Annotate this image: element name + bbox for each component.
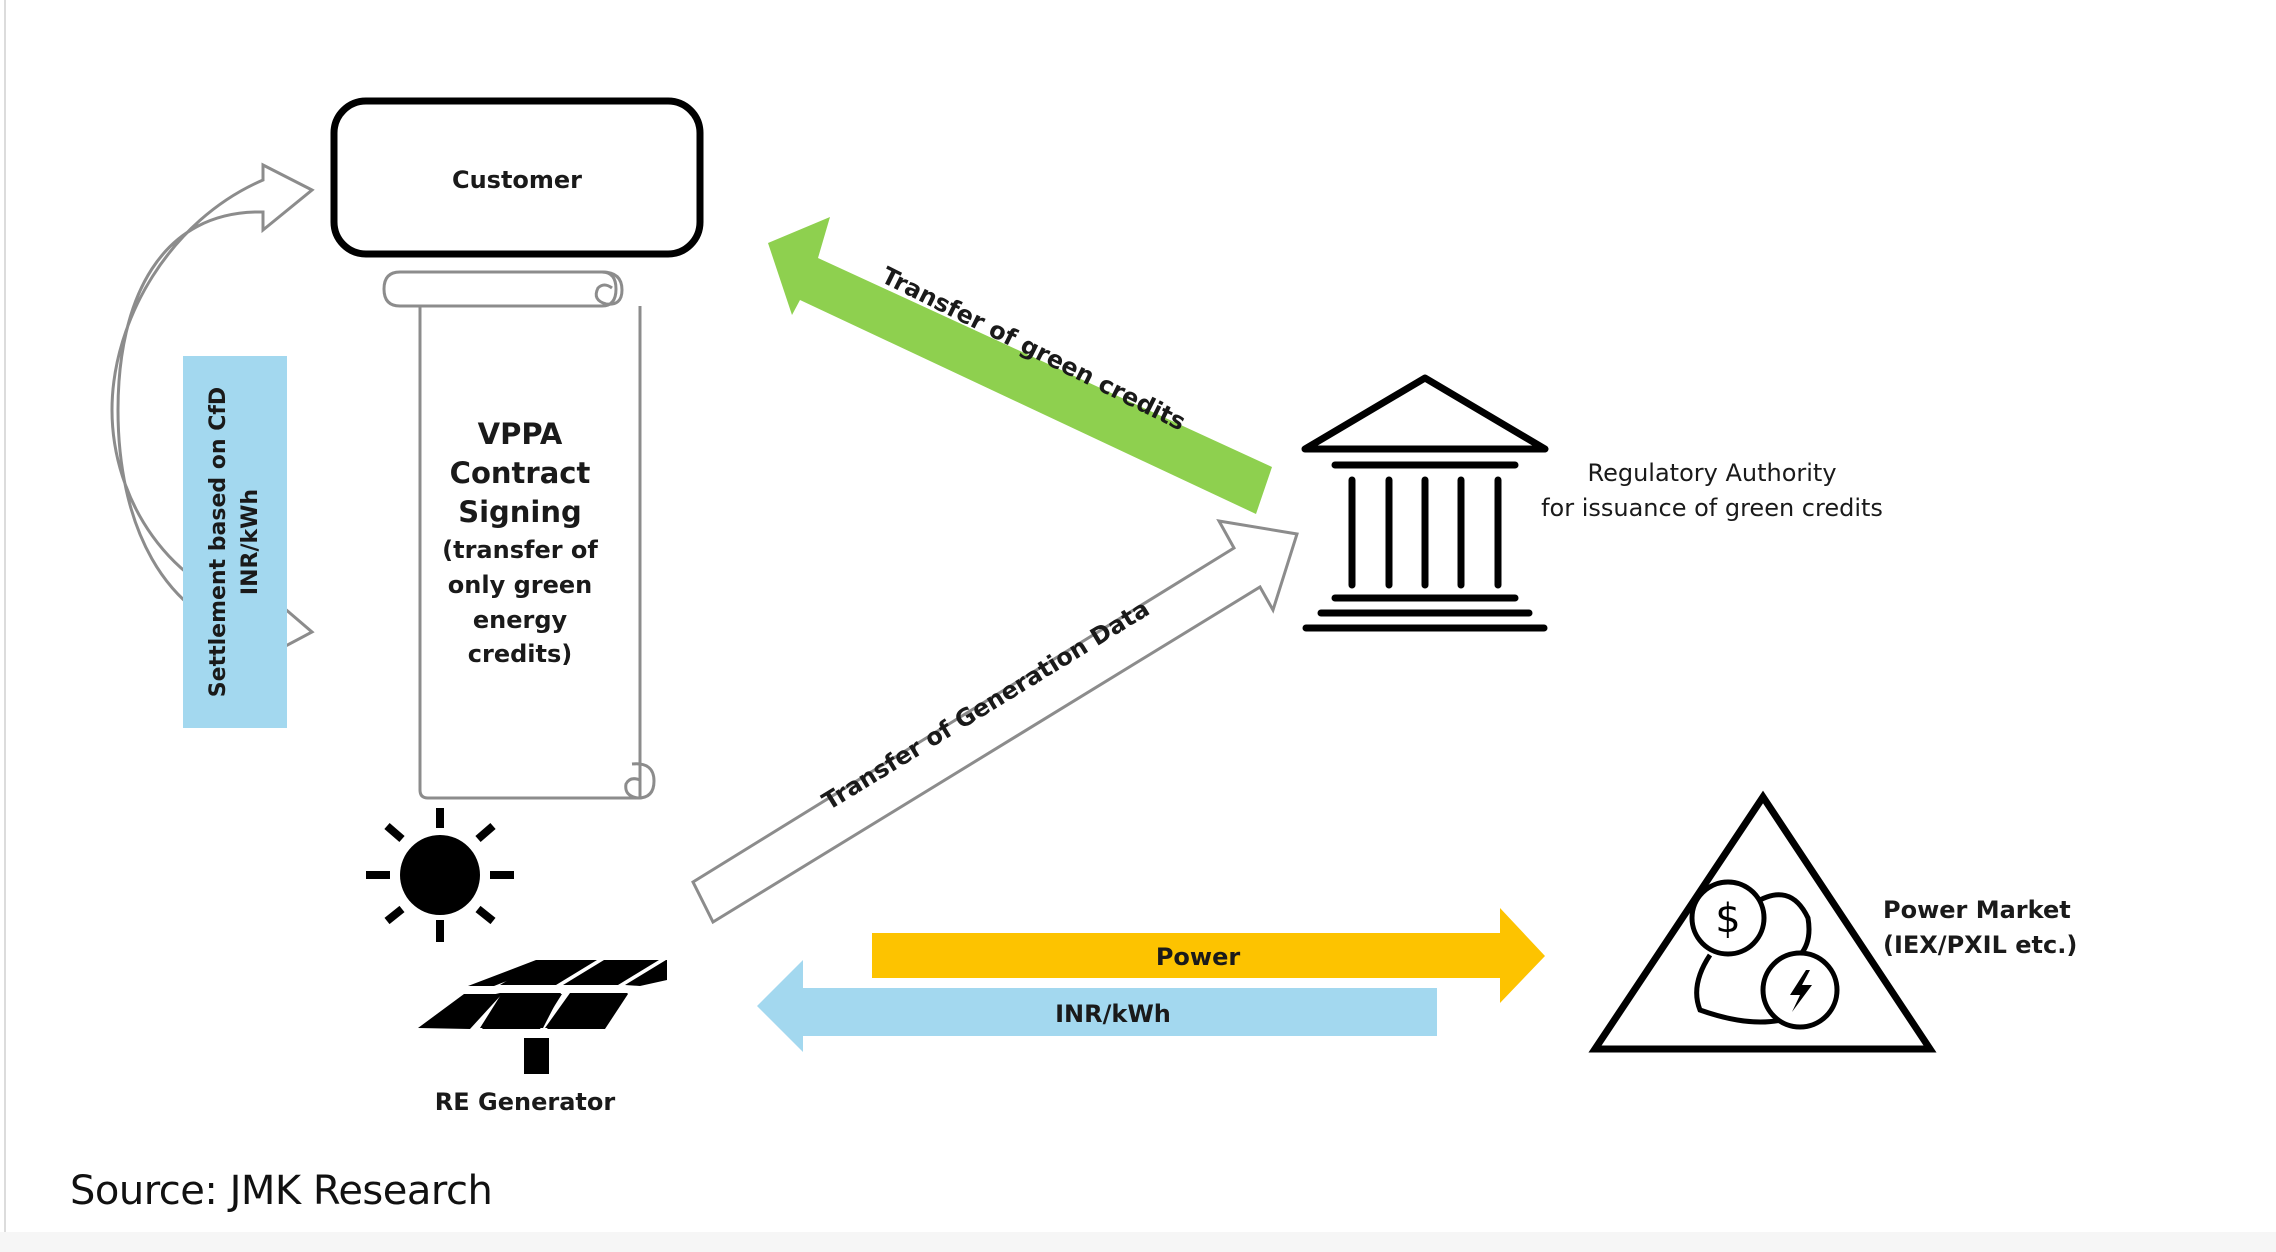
contract-title-line-3: Signing [458, 495, 582, 529]
market-label-line-1: Power Market [1883, 896, 2071, 924]
settlement-label-line-2: INR/kWh [238, 489, 263, 595]
lightning-coin-icon [1760, 950, 1840, 1030]
contract-title-line-1: VPPA [478, 417, 563, 451]
source-caption: Source: JMK Research [70, 1168, 493, 1214]
regulator-label: Regulatory Authority for issuance of gre… [1541, 459, 1883, 522]
contract-sub-line-2: only green [448, 571, 592, 599]
payment-arrow: INR/kWh [757, 960, 1437, 1052]
settlement-double-arrow [110, 162, 315, 661]
power-label: Power [1156, 943, 1241, 971]
customer-label: Customer [452, 166, 582, 194]
scroll-top-curl [594, 270, 624, 306]
generation-data-label: Transfer of Generation Data [817, 594, 1154, 815]
government-building-icon [1301, 374, 1549, 632]
contract-text: VPPA Contract Signing (transfer of only … [442, 417, 598, 668]
generation-data-arrow: Transfer of Generation Data [691, 519, 1299, 925]
contract-sub-line-1: (transfer of [442, 536, 598, 564]
dollar-coin-icon: $ [1689, 879, 1767, 957]
settlement-label-line-1: Settlement based on CfD [206, 387, 231, 697]
sun-icon [366, 808, 514, 942]
left-border [4, 0, 6, 1232]
generator-label: RE Generator [435, 1088, 616, 1116]
svg-text:$: $ [1715, 896, 1740, 942]
power-arrow: Power [872, 908, 1545, 1003]
green-credits-arrow: Transfer of green credits [768, 217, 1272, 514]
market-label-line-2: (IEX/PXIL etc.) [1883, 931, 2077, 959]
scroll-body [418, 306, 642, 800]
contract-sub-line-3: energy [473, 606, 568, 634]
payment-arrow-shape [757, 960, 1437, 1052]
solar-panel-icon [418, 960, 667, 1074]
generation-data-arrow-shape [691, 519, 1299, 925]
customer-box [330, 97, 704, 258]
bottom-strip [0, 1232, 2276, 1252]
settlement-box [183, 356, 287, 728]
market-label: Power Market (IEX/PXIL etc.) [1883, 896, 2077, 959]
contract-title-line-2: Contract [450, 456, 591, 490]
scroll-bottom-curl [624, 762, 656, 800]
green-credits-arrow-shape [768, 217, 1272, 514]
regulator-label-line-1: Regulatory Authority [1587, 459, 1836, 487]
scroll-top-roll [382, 270, 618, 308]
settlement-label: Settlement based on CfD INR/kWh [206, 387, 263, 697]
contract-sub-line-4: credits) [468, 640, 572, 668]
customer-node: Customer [330, 97, 704, 258]
payment-label: INR/kWh [1055, 1000, 1171, 1028]
currency-exchange-triangle-icon: $ [1588, 790, 1937, 1053]
power-arrow-shape [872, 908, 1545, 1003]
regulator-label-line-2: for issuance of green credits [1541, 494, 1883, 522]
contract-scroll [382, 270, 656, 800]
